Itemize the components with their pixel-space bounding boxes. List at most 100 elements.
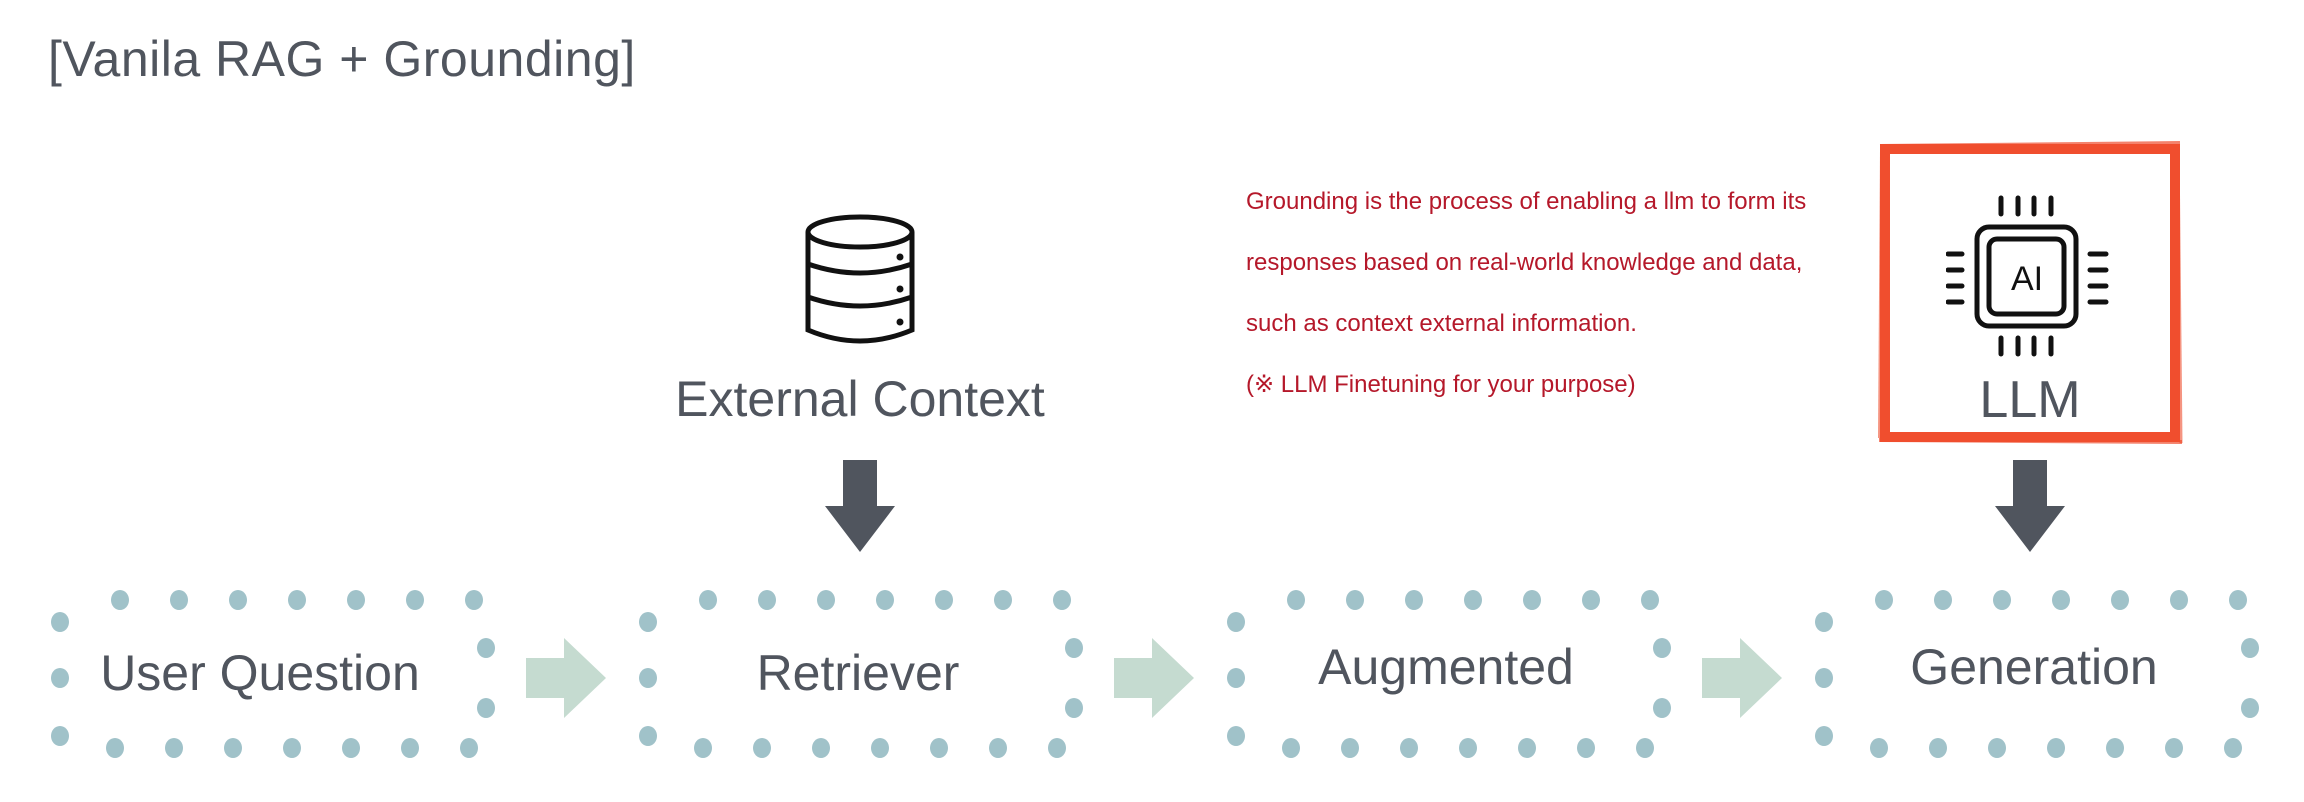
- border-dot: [347, 590, 365, 610]
- border-dot: [51, 612, 69, 632]
- border-dot: [989, 738, 1007, 758]
- border-dot: [2224, 738, 2242, 758]
- border-dot: [1227, 726, 1245, 746]
- border-dot: [165, 738, 183, 758]
- border-dot: [170, 590, 188, 610]
- border-dot: [2229, 590, 2247, 610]
- border-dot: [477, 638, 495, 658]
- database-icon: [800, 212, 920, 352]
- border-dot: [1636, 738, 1654, 758]
- border-dot: [812, 738, 830, 758]
- border-dot: [639, 668, 657, 688]
- border-dot: [51, 726, 69, 746]
- border-dot: [1459, 738, 1477, 758]
- dotted-border: [51, 590, 495, 758]
- stage-augmented: Augmented: [1216, 586, 1676, 764]
- chip-text: AI: [2011, 260, 2043, 298]
- border-dot: [1929, 738, 1947, 758]
- border-dot: [1653, 638, 1671, 658]
- border-dot: [1065, 698, 1083, 718]
- border-dot: [1934, 590, 1952, 610]
- border-dot: [2106, 738, 2124, 758]
- border-dot: [2052, 590, 2070, 610]
- border-dot: [1341, 738, 1359, 758]
- border-dot: [401, 738, 419, 758]
- llm-highlight-frame: [1876, 140, 2184, 446]
- border-dot: [694, 738, 712, 758]
- border-dot: [2047, 738, 2065, 758]
- border-dot: [639, 726, 657, 746]
- border-dot: [2241, 638, 2259, 658]
- border-dot: [753, 738, 771, 758]
- border-dot: [406, 590, 424, 610]
- border-dot: [2241, 698, 2259, 718]
- dotted-border: [1815, 590, 2259, 758]
- border-dot: [1405, 590, 1423, 610]
- border-dot: [639, 612, 657, 632]
- border-dot: [1653, 698, 1671, 718]
- border-dot: [51, 668, 69, 688]
- border-dot: [2111, 590, 2129, 610]
- stage-label: User Question: [100, 645, 420, 701]
- stage-label: Retriever: [756, 645, 960, 701]
- grounding-note: Grounding is the process of enabling a l…: [1246, 180, 1806, 424]
- grounding-note-line: such as context external information.: [1246, 310, 1637, 337]
- external-context-label: External Context: [675, 371, 1045, 427]
- diagram-title: [Vanila RAG + Grounding]: [48, 31, 636, 87]
- border-dot: [1875, 590, 1893, 610]
- llm-label: LLM: [1979, 371, 2081, 429]
- border-dot: [1065, 638, 1083, 658]
- border-dot: [1577, 738, 1595, 758]
- border-dot: [229, 590, 247, 610]
- border-dot: [106, 738, 124, 758]
- border-dot: [1227, 668, 1245, 688]
- stage-label: Generation: [1910, 639, 2158, 695]
- border-dot: [1464, 590, 1482, 610]
- border-dot: [2170, 590, 2188, 610]
- right-arrow-icon: [1114, 638, 1194, 718]
- border-dot: [1523, 590, 1541, 610]
- stage-user-question: User Question: [40, 586, 500, 764]
- stage-generation: Generation: [1804, 586, 2264, 764]
- border-dot: [1988, 738, 2006, 758]
- border-dot: [1870, 738, 1888, 758]
- border-dot: [935, 590, 953, 610]
- border-dot: [1346, 590, 1364, 610]
- border-dot: [1400, 738, 1418, 758]
- border-dot: [1227, 612, 1245, 632]
- right-arrow-icon: [1702, 638, 1782, 718]
- border-dot: [1053, 590, 1071, 610]
- border-dot: [876, 590, 894, 610]
- border-dot: [1518, 738, 1536, 758]
- border-dot: [283, 738, 301, 758]
- border-dot: [111, 590, 129, 610]
- border-dot: [1993, 590, 2011, 610]
- border-dot: [1282, 738, 1300, 758]
- ai-chip-icon: AI: [1945, 192, 2116, 360]
- border-dot: [477, 698, 495, 718]
- border-dot: [460, 738, 478, 758]
- border-dot: [699, 590, 717, 610]
- stage-label: Augmented: [1318, 639, 1574, 695]
- border-dot: [1582, 590, 1600, 610]
- border-dot: [758, 590, 776, 610]
- dotted-border: [639, 590, 1083, 758]
- stage-retriever: Retriever: [628, 586, 1088, 764]
- border-dot: [1815, 726, 1833, 746]
- right-arrow-icon: [526, 638, 606, 718]
- grounding-note-line: responses based on real-world knowledge …: [1246, 249, 1803, 276]
- border-dot: [1287, 590, 1305, 610]
- down-arrow-icon: [1995, 460, 2065, 552]
- grounding-note-line: (※ LLM Finetuning for your purpose): [1246, 371, 1636, 398]
- border-dot: [994, 590, 1012, 610]
- border-dot: [342, 738, 360, 758]
- border-dot: [1815, 612, 1833, 632]
- grounding-note-line: Grounding is the process of enabling a l…: [1246, 188, 1807, 215]
- border-dot: [871, 738, 889, 758]
- border-dot: [1815, 668, 1833, 688]
- border-dot: [2165, 738, 2183, 758]
- border-dot: [465, 590, 483, 610]
- border-dot: [930, 738, 948, 758]
- border-dot: [1641, 590, 1659, 610]
- border-dot: [288, 590, 306, 610]
